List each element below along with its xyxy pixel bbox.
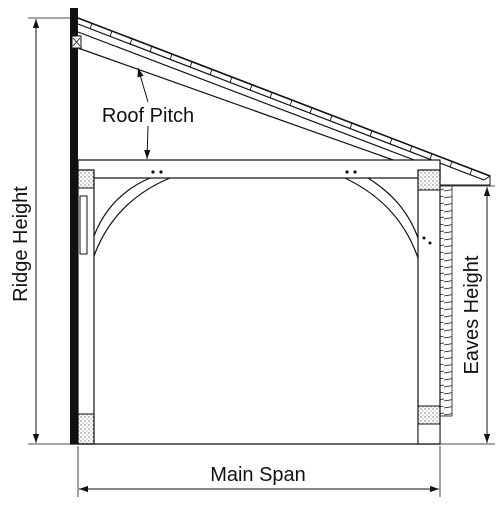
eaves-height-dimension: Eaves Height	[440, 185, 495, 445]
eaves-height-label: Eaves Height	[461, 255, 483, 374]
ridge-height-label: Ridge Height	[10, 186, 32, 302]
rafter	[77, 31, 431, 167]
tie-beam	[77, 159, 441, 179]
main-span-label: Main Span	[210, 464, 306, 486]
ridge-height-dimension: Ridge Height	[10, 17, 72, 445]
right-knee-brace	[344, 177, 419, 259]
weatherboard-cladding	[439, 185, 453, 417]
left-knee-brace	[93, 177, 171, 257]
main-span-dimension: Main Span	[77, 446, 441, 497]
roof-pitch-annotation: Roof Pitch	[102, 67, 194, 160]
roof-covering	[77, 17, 491, 186]
host-wall	[70, 8, 78, 444]
roof-pitch-label: Roof Pitch	[102, 105, 194, 127]
right-post	[417, 169, 441, 445]
left-post	[77, 169, 95, 445]
